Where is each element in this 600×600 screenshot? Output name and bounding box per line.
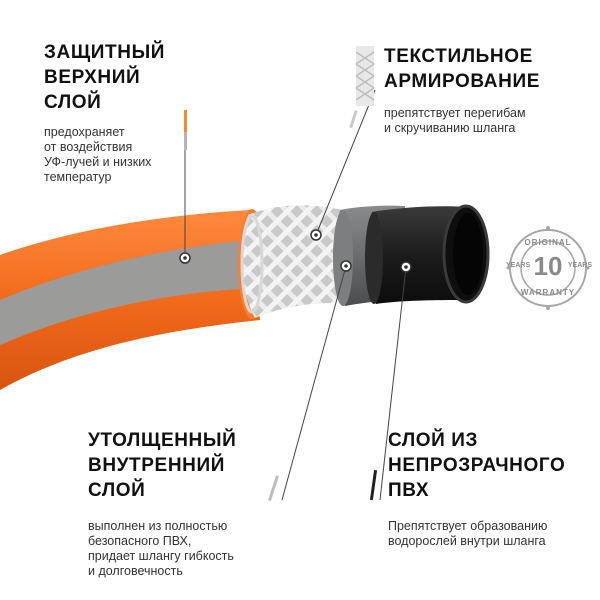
label-textile-layer: ТЕКСТИЛЬНОЕ АРМИРОВАНИЕ препятствует пер…: [384, 44, 540, 136]
leader-textile: [315, 89, 376, 236]
hose-gray-stripe: [0, 240, 258, 345]
inner-cut: [333, 210, 353, 306]
warranty-right-text: YEARS: [567, 262, 592, 269]
label-opaque-layer: СЛОЙ ИЗ НЕПРОЗРАЧНОГО ПВХ Препятствует о…: [388, 428, 565, 549]
label-textile-title: ТЕКСТИЛЬНОЕ АРМИРОВАНИЕ: [384, 46, 540, 92]
label-outer-desc: предохраняет от воздействия УФ-лучей и н…: [44, 125, 152, 184]
warranty-badge: ORIGINAL YEARS 10 YEARS WARRANTY: [500, 220, 596, 316]
warranty-left-text: YEARS: [506, 262, 531, 269]
hose-core-layer: [367, 206, 470, 304]
hose-bore: [453, 213, 483, 295]
label-opaque-desc: Препятствует образованию водорослей внут…: [388, 519, 548, 548]
core-cut: [365, 212, 383, 304]
accent-slash-opaque: [369, 470, 378, 501]
leader-opaque: [379, 266, 407, 501]
warranty-bottom-text: WARRANTY: [520, 288, 576, 297]
label-outer-title: ЗАЩИТНЫЙ ВЕРХНИЙ СЛОЙ: [44, 42, 166, 113]
warranty-number: 10: [533, 251, 563, 281]
label-inner-title: УТОЛЩЕННЫЙ ВНУТРЕННИЙ СЛОЙ: [88, 430, 237, 501]
accent-slash-textile: [349, 110, 358, 129]
warranty-badge-ring: [506, 226, 590, 310]
warranty-top-text: ORIGINAL: [524, 238, 572, 247]
label-outer-layer: ЗАЩИТНЫЙ ВЕРХНИЙ СЛОЙ предохраняет от во…: [44, 40, 165, 185]
label-opaque-title: СЛОЙ ИЗ НЕПРОЗРАЧНОГО ПВХ: [388, 430, 566, 501]
leader-inner: [281, 265, 347, 501]
label-textile-desc: препятствует перегибам и скручиванию шла…: [384, 106, 526, 135]
accent-slash-inner: [268, 475, 279, 501]
label-inner-layer: УТОЛЩЕННЫЙ ВНУТРЕННИЙ СЛОЙ выполнен из п…: [88, 428, 236, 579]
accent-bar-outer-gray: [184, 132, 187, 150]
label-inner-desc: выполнен из полностью безопасного ПВХ, п…: [88, 519, 234, 578]
mesh-cut-ring: [240, 214, 264, 314]
textile-mesh-icon: [355, 46, 375, 106]
accent-bar-outer-orange: [184, 110, 187, 132]
